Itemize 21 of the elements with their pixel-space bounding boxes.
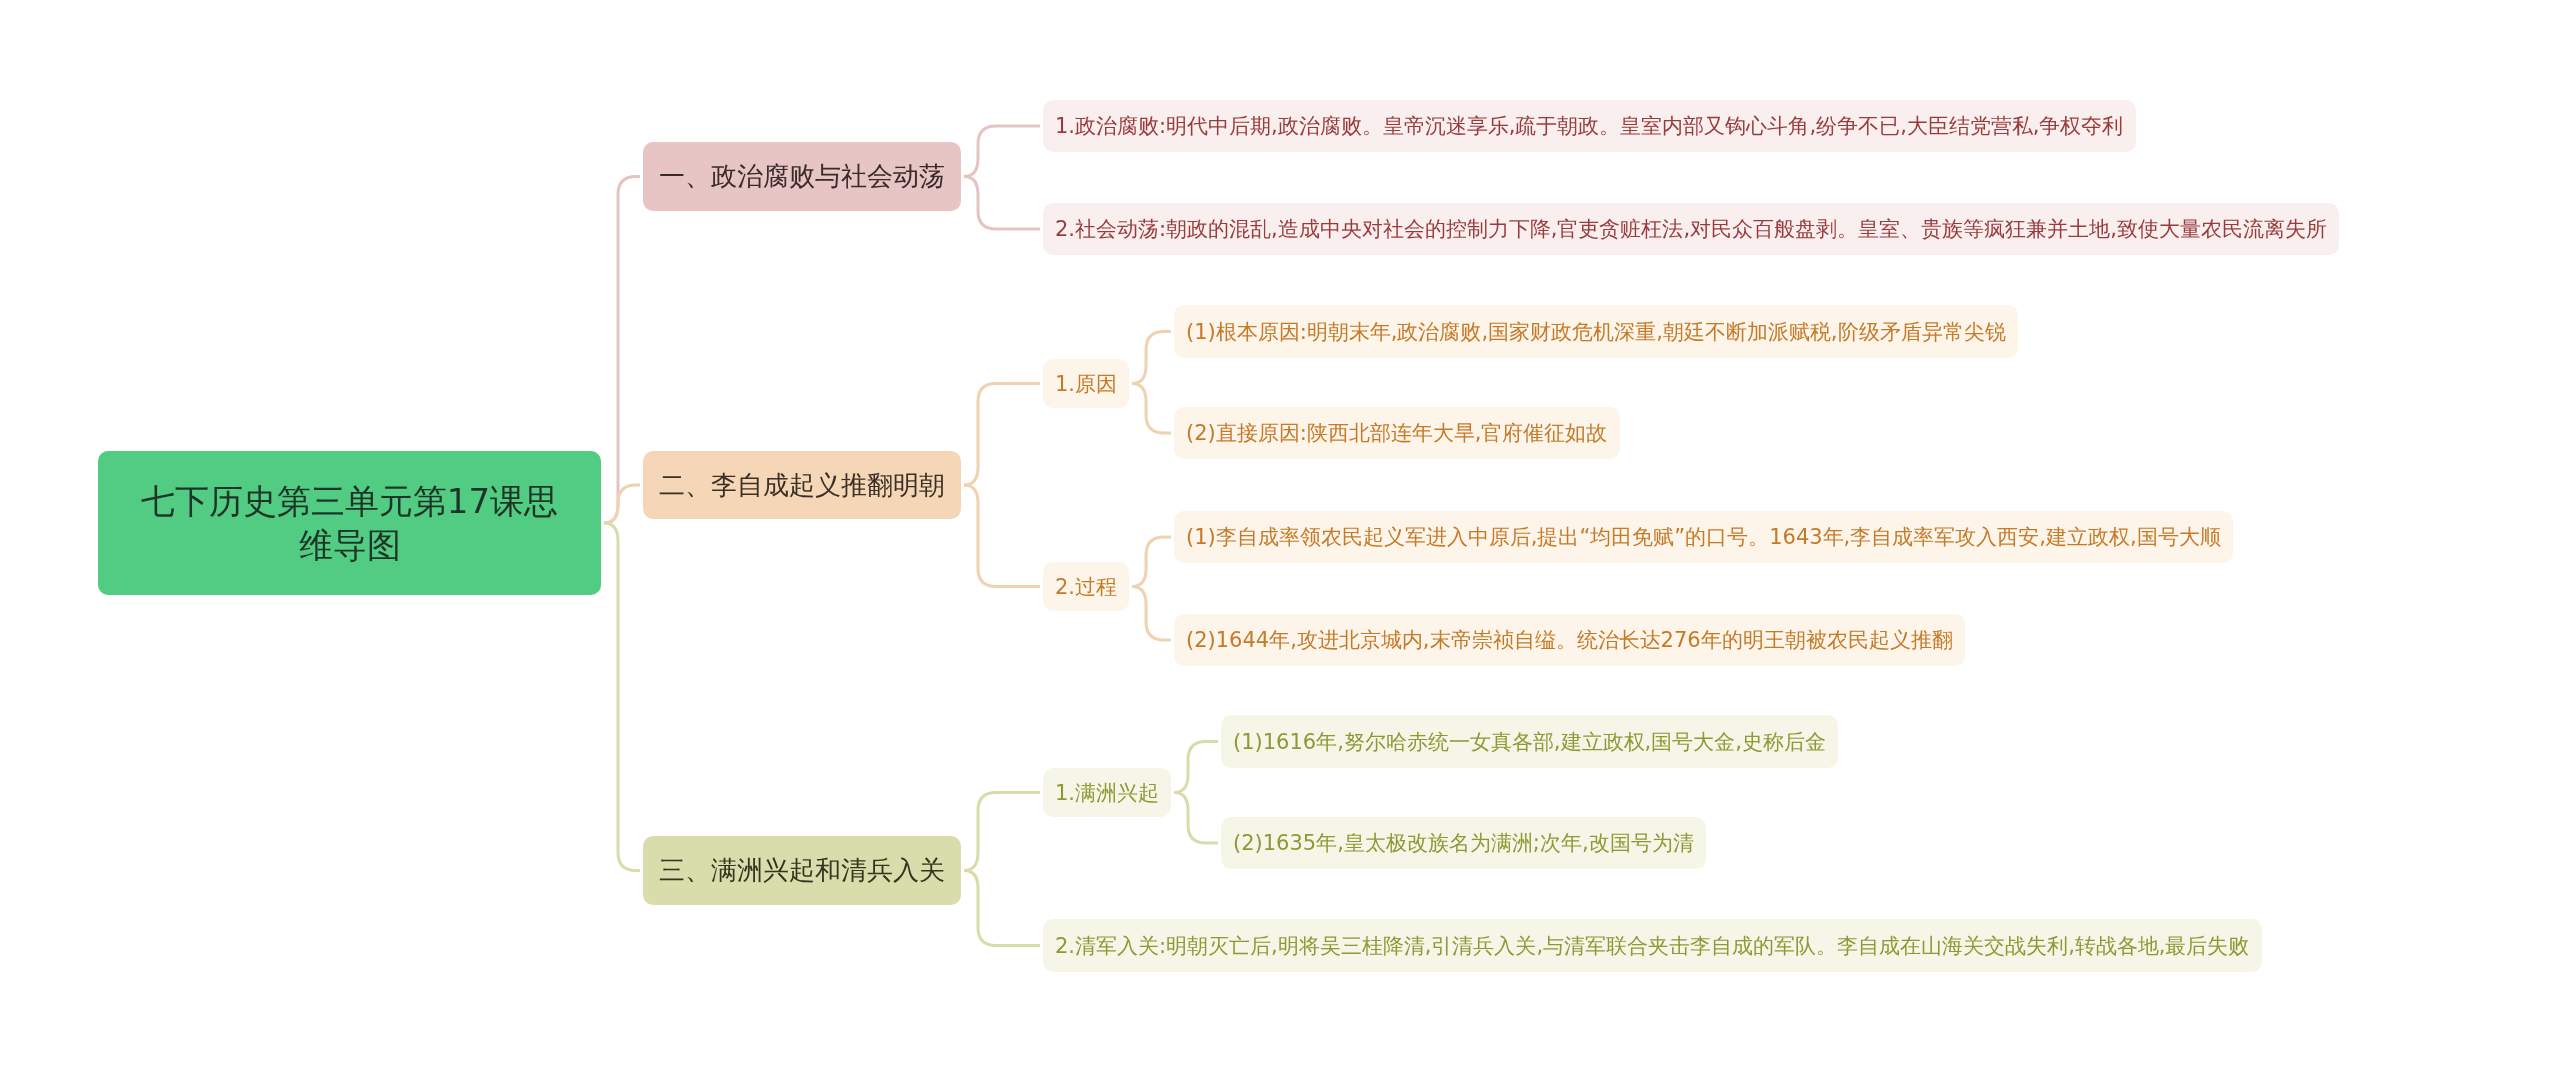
- subtopic-box: (2)1635年,皇太极改族名为满洲;次年,改国号为清: [1221, 817, 1706, 869]
- topic-box: 一、政治腐败与社会动荡: [643, 142, 961, 211]
- subtopic-box: 1.原因: [1043, 359, 1130, 408]
- subtopic-box: 1.满洲兴起: [1043, 768, 1172, 817]
- central-topic-box: 七下历史第三单元第17课思维导图: [98, 451, 601, 595]
- subtopic-box: (1)李自成率领农民起义军进入中原后,提出“均田免赋”的口号。1643年,李自成率军攻入西安,建立政权,国号大顺: [1174, 511, 2233, 563]
- connector-line: [603, 483, 640, 525]
- topic-box: 三、满洲兴起和清兵入关: [643, 836, 961, 905]
- subtopic-box: (2)1644年,攻进北京城内,末帝崇祯自缢。统治长达276年的明王朝被农民起义推翻: [1174, 614, 1965, 666]
- subtopic-box: (2)直接原因:陕西北部连年大旱,官府催征如故: [1174, 407, 1620, 459]
- subtopic-box: 2.过程: [1043, 562, 1130, 611]
- subtopic-box: 1.政治腐败:明代中后期,政治腐败。皇帝沉迷享乐,疏于朝政。皇室内部又钩心斗角,纷争不已,大臣结党营私,争权夺利: [1043, 100, 2136, 152]
- subtopic-box: (1)根本原因:明朝末年,政治腐败,国家财政危机深重,朝廷不断加派赋税,阶级矛盾异常尖锐: [1174, 305, 2018, 358]
- subtopic-box: 2.清军入关:明朝灭亡后,明将吴三桂降清,引清兵入关,与清军联合夹击李自成的军队。李自成在山海关交战失利,转战各地,最后失败: [1043, 919, 2262, 972]
- subtopic-box: (1)1616年,努尔哈赤统一女真各部,建立政权,国号大金,史称后金: [1221, 715, 1838, 768]
- connector-line: [963, 382, 1040, 487]
- subtopic-box: 2.社会动荡:朝政的混乱,造成中央对社会的控制力下降,官吏贪赃枉法,对民众百般盘剥。皇室、贵族等疯狂兼并土地,致使大量农民流离失所: [1043, 203, 2339, 255]
- topic-box: 二、李自成起义推翻明朝: [643, 451, 961, 519]
- connector-line: [963, 869, 1040, 947]
- connector-line: [963, 483, 1040, 588]
- connector-line: [963, 175, 1040, 231]
